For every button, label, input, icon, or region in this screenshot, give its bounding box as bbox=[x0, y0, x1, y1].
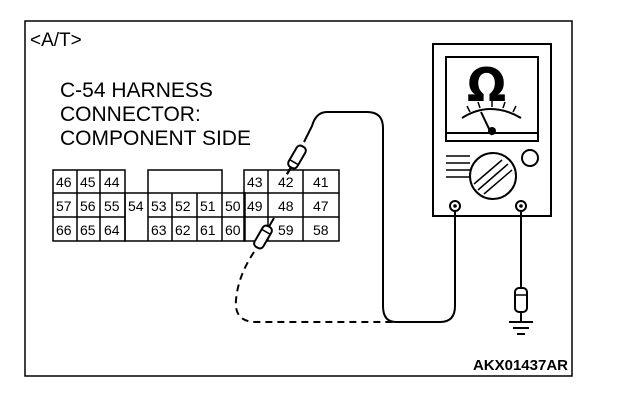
pin-62: 62 bbox=[175, 222, 191, 238]
figure-code: AKX01437AR bbox=[473, 357, 568, 374]
pin-54: 54 bbox=[128, 198, 144, 214]
diagram-frame bbox=[24, 20, 573, 377]
zero-adjust-knob bbox=[521, 149, 539, 167]
pin-61: 61 bbox=[200, 222, 216, 238]
connector-title-line-2: CONNECTOR: bbox=[60, 103, 201, 126]
connector-middle-block bbox=[147, 169, 223, 193]
ohmmeter-scale-arc bbox=[461, 108, 522, 119]
connector-pins: 46 45 44 43 42 41 57 56 55 54 53 52 51 5… bbox=[56, 174, 329, 238]
ohmmeter: Ω bbox=[432, 43, 552, 217]
pin-52: 52 bbox=[175, 198, 191, 214]
range-scale-lines bbox=[446, 155, 470, 178]
connector-title-line-3: COMPONENT SIDE bbox=[60, 127, 251, 150]
pin-57: 57 bbox=[56, 198, 72, 214]
ground-probe bbox=[514, 287, 528, 322]
pin-41: 41 bbox=[313, 174, 329, 190]
pin-50: 50 bbox=[225, 198, 241, 214]
connector-title-line-1: C-54 HARNESS bbox=[60, 79, 213, 102]
lead-to-pin-42 bbox=[303, 111, 456, 323]
pin-53: 53 bbox=[151, 198, 167, 214]
pin-47: 47 bbox=[313, 198, 329, 214]
pin-46: 46 bbox=[56, 174, 72, 190]
harness-connector bbox=[52, 169, 340, 242]
system-tag: <A/T> bbox=[30, 30, 82, 51]
ohm-symbol-icon: Ω bbox=[467, 58, 506, 112]
pin-42: 42 bbox=[278, 174, 294, 190]
knob-grip-lines bbox=[473, 159, 513, 195]
pin-48: 48 bbox=[278, 198, 294, 214]
probe-pin-59 bbox=[253, 217, 275, 250]
pin-59: 59 bbox=[278, 222, 294, 238]
pin-60: 60 bbox=[225, 222, 241, 238]
range-selector-knob bbox=[469, 152, 517, 200]
pin-44: 44 bbox=[104, 174, 120, 190]
test-leads bbox=[303, 111, 522, 323]
pin-65: 65 bbox=[80, 222, 96, 238]
pin-43: 43 bbox=[247, 174, 263, 190]
pin-51: 51 bbox=[200, 198, 216, 214]
pin-63: 63 bbox=[151, 222, 167, 238]
pin-64: 64 bbox=[104, 222, 120, 238]
pin-56: 56 bbox=[80, 198, 96, 214]
pin-58: 58 bbox=[313, 222, 329, 238]
pin-45: 45 bbox=[80, 174, 96, 190]
connector-title: C-54 HARNESS CONNECTOR: COMPONENT SIDE bbox=[60, 79, 251, 150]
ground-icon bbox=[509, 321, 533, 335]
pin-49: 49 bbox=[247, 198, 263, 214]
connector-right-block bbox=[243, 169, 340, 242]
lead-to-pin-59-dashed bbox=[234, 251, 396, 323]
pin-55: 55 bbox=[104, 198, 120, 214]
pin-66: 66 bbox=[56, 222, 72, 238]
